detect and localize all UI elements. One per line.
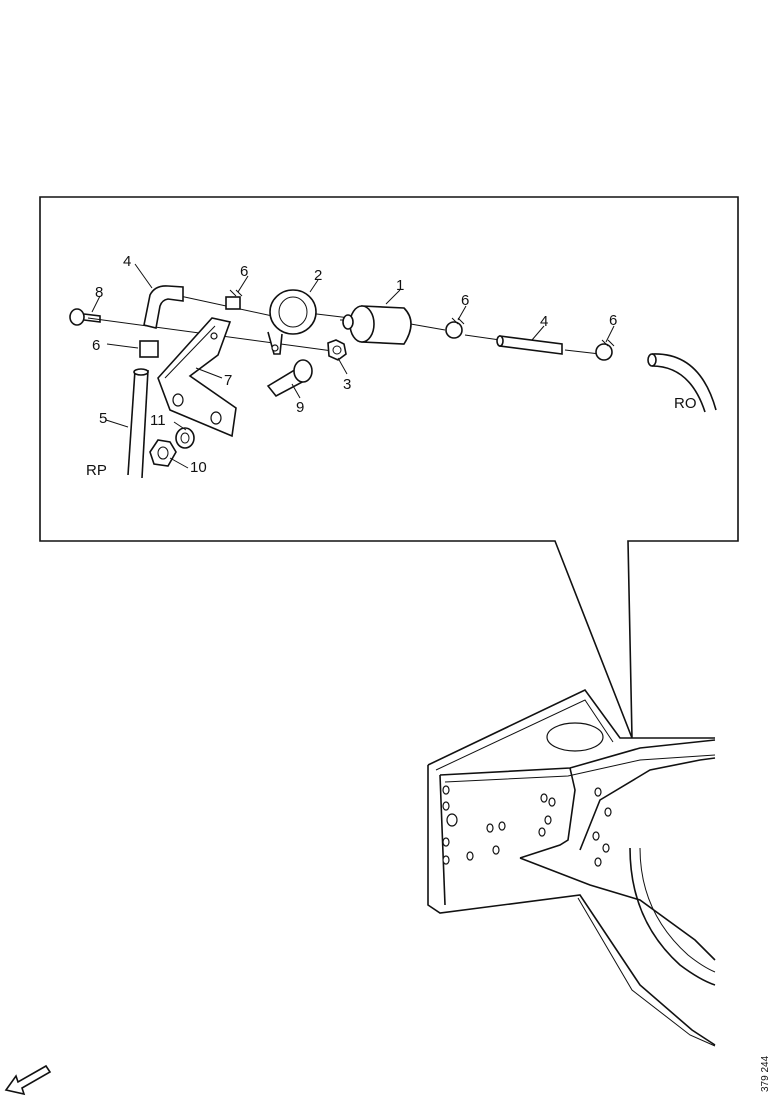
label-rp: RP: [86, 462, 107, 479]
figure-number: 379 244: [760, 1055, 771, 1092]
part-10-nut: [149, 439, 177, 467]
callout-6-left: 6: [92, 337, 100, 354]
callout-5: 5: [99, 410, 107, 427]
callout-4-left: 4: [123, 253, 131, 270]
callout-6-right: 6: [609, 312, 617, 329]
chassis-holes: [442, 785, 612, 867]
part-6-clamp-right: [595, 339, 615, 361]
callout-1: 1: [396, 277, 404, 294]
part-9-bolt: [266, 359, 313, 398]
callouts: 4 8 6 5 11 10 7 6 2 1 6 4 6 3 9 RP RO: [86, 253, 697, 479]
callout-8: 8: [95, 284, 103, 301]
callout-10: 10: [190, 459, 207, 476]
part-7-bracket: [157, 317, 237, 438]
part-11-washer: [175, 427, 195, 449]
callout-4-right: 4: [540, 313, 548, 330]
label-ro: RO: [674, 395, 697, 412]
detail-frame: [39, 196, 739, 739]
part-2-clip: [267, 289, 317, 355]
ro-hose: [647, 353, 717, 413]
part-6-clamp-top: [225, 289, 243, 310]
part-4-straight-tube: [496, 335, 563, 355]
callout-7: 7: [224, 372, 232, 389]
part-6-clamp-left: [139, 340, 159, 358]
part-5-hose: [127, 368, 149, 479]
part-4-elbow-hose: [143, 285, 184, 329]
part-6-clamp-mid: [445, 317, 465, 339]
callout-6-top: 6: [240, 263, 248, 280]
callout-6-mid: 6: [461, 292, 469, 309]
callout-9: 9: [296, 399, 304, 416]
leader-lines: [91, 263, 615, 469]
chassis-frame: [427, 688, 716, 1047]
part-1-sensor: [340, 305, 412, 345]
arrow-icon: [4, 1064, 52, 1096]
part-8-bolt: [69, 308, 101, 326]
part-3-nut: [327, 339, 347, 361]
callout-2: 2: [314, 267, 322, 284]
callout-3: 3: [343, 376, 351, 393]
callout-11: 11: [150, 412, 166, 429]
